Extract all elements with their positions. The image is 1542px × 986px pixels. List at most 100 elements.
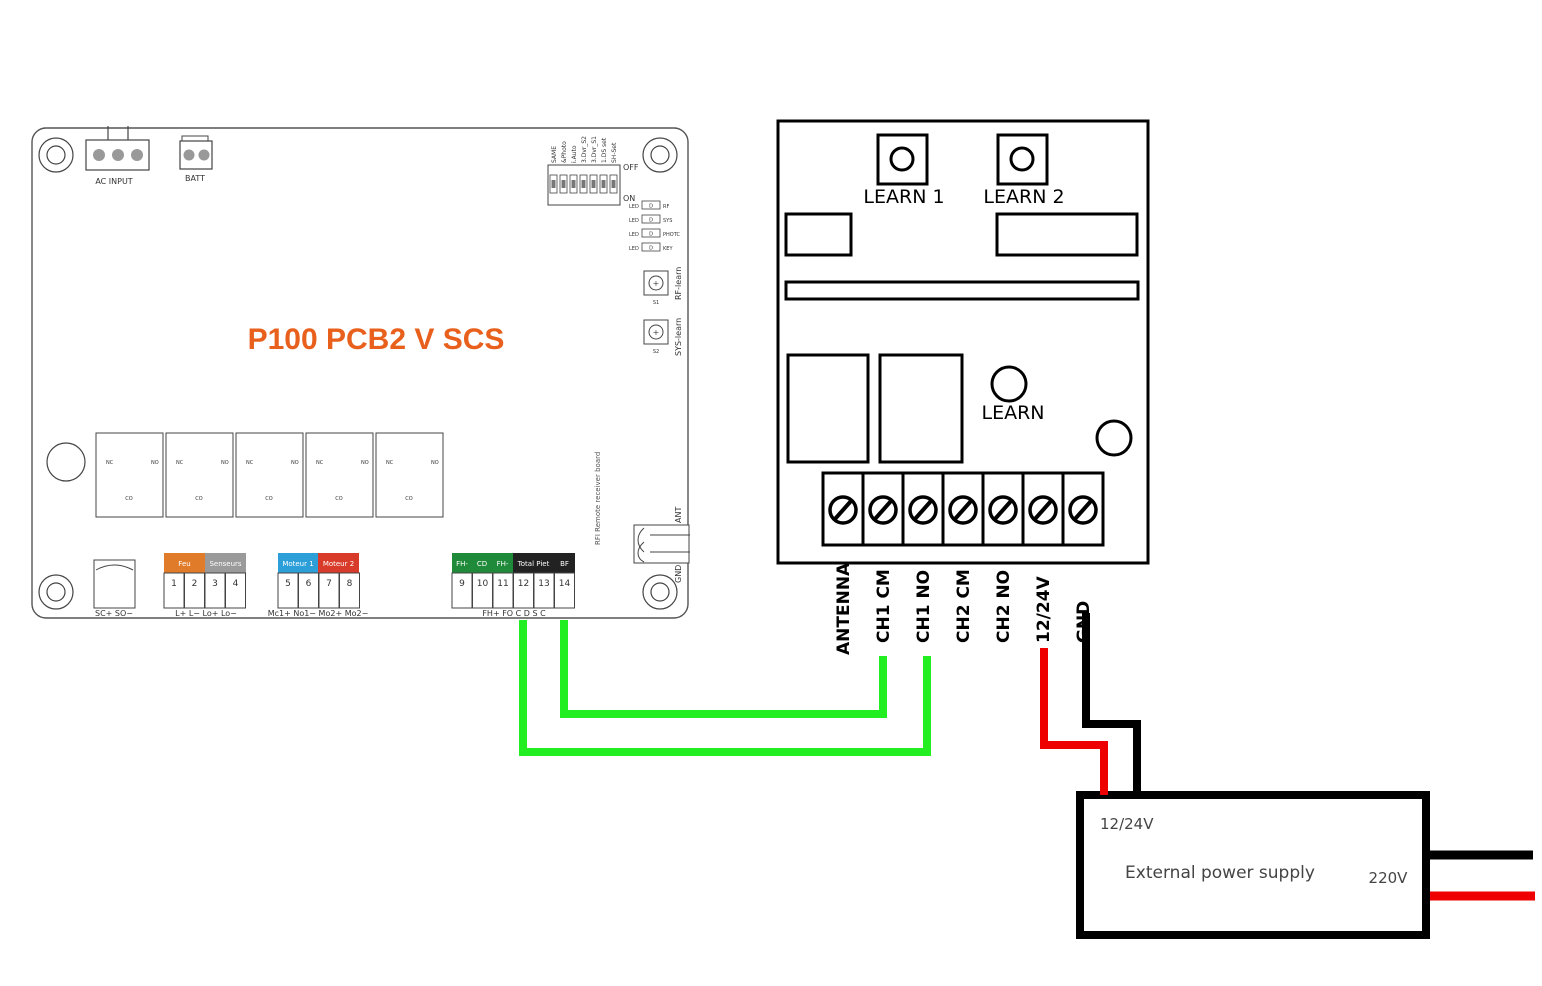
terminal-group-header	[278, 553, 318, 573]
relay-nc-label: NC	[386, 460, 394, 466]
learn2-label: LEARN 2	[983, 186, 1064, 208]
receiver-chip-right	[995, 212, 1139, 257]
led-icon	[641, 242, 661, 252]
receiver-terminal-label: CH1 NO	[914, 570, 934, 643]
dip-knob	[571, 180, 576, 188]
relay-com-label: CO	[125, 496, 132, 502]
ac-input-label: AC INPUT	[95, 177, 132, 186]
mounting-hole-icon	[642, 137, 678, 173]
learn-label: LEARN	[981, 402, 1044, 424]
dip-knob	[581, 180, 586, 188]
green-wire-ch1no	[519, 620, 931, 756]
terminal-group-label: BF	[560, 560, 569, 568]
led-icon	[641, 200, 661, 210]
dip-label: 3.Dvr_S2	[581, 136, 588, 163]
large-hole-icon	[46, 442, 86, 482]
dip-off-label: OFF	[623, 163, 639, 172]
screw-terminal-icon	[1068, 495, 1098, 525]
sc-label: SC+ SO−	[95, 609, 133, 618]
batt-label: BATT	[185, 174, 205, 183]
led-label: LED	[629, 246, 639, 252]
relay-com-label: CO	[265, 496, 272, 502]
s2-label: S2	[653, 349, 659, 355]
dip-label: 3.Dvr_S1	[591, 136, 598, 163]
terminal-group-label: CD	[477, 560, 487, 568]
terminal-number: 2	[192, 579, 198, 589]
dip-label: SAME	[551, 146, 558, 163]
terminal-number: 8	[347, 579, 353, 589]
terminal-cell	[225, 572, 246, 609]
led-icon	[641, 228, 661, 238]
terminal-number: 10	[477, 579, 489, 589]
terminal-group-header	[318, 553, 359, 573]
terminal-group-header	[472, 553, 492, 573]
black-wire-gnd	[1082, 613, 1141, 795]
led-mark: D	[649, 246, 653, 252]
receiver-strip	[784, 280, 1140, 301]
ac-input-connector: AC INPUT	[85, 126, 150, 186]
svg-text:+: +	[653, 328, 660, 337]
psu-input-label: 12/24V	[1100, 815, 1154, 833]
green-wire-ch1cm	[560, 620, 887, 718]
sys-learn-button: + S2 SYS-learn	[643, 318, 683, 356]
terminal-group-header	[452, 553, 472, 573]
terminal-number: 14	[559, 579, 571, 589]
receiver-terminal-label: CH2 CM	[954, 569, 974, 643]
terminal-cell	[554, 572, 575, 609]
led-mark: D	[649, 218, 653, 224]
ant-label: ANT	[674, 507, 683, 523]
dip-knob	[591, 180, 596, 188]
terminal-number: 1	[171, 579, 177, 589]
relay-no-label: NO	[221, 460, 229, 466]
screw-terminal-icon	[988, 495, 1018, 525]
screw-terminal-icon	[828, 495, 858, 525]
terminal-group-label: FH-	[497, 560, 509, 568]
receiver-terminal-label: CH2 NO	[994, 570, 1014, 643]
gnd-label-pcb: GND	[674, 565, 683, 583]
dip-knob	[551, 180, 556, 188]
relay-com-label: CO	[195, 496, 202, 502]
led-name: PHOTC	[663, 232, 680, 238]
mounting-hole-icon	[38, 574, 74, 610]
red-wire-12v	[1040, 648, 1108, 795]
relay-nc-label: NC	[246, 460, 254, 466]
antenna-connector: ANT GND	[633, 507, 690, 583]
rf-learn-button: + S1 RF-learn	[643, 267, 683, 306]
screw-terminal-icon	[908, 495, 938, 525]
led-name: SYS	[663, 218, 672, 224]
s1-label: S1	[653, 300, 659, 306]
led-mark: D	[649, 204, 653, 210]
led-icon	[641, 214, 661, 224]
screw-terminal-icon	[948, 495, 978, 525]
terminal-number: 6	[306, 579, 312, 589]
relay-com-label: CO	[335, 496, 342, 502]
led-mark: D	[649, 232, 653, 238]
led-label: LED	[629, 204, 639, 210]
svg-text:+: +	[653, 279, 660, 288]
led-name: KEY	[663, 246, 673, 252]
pcb-title: P100 PCB2 V SCS	[248, 323, 505, 356]
relay-nc-label: NC	[106, 460, 114, 466]
terminal-group-label: Moteur 1	[282, 560, 313, 568]
receiver-terminal-label: ANTENNA	[834, 562, 854, 655]
wires	[519, 613, 1535, 901]
right-bottom-label: FH+ FO C D S C	[482, 609, 546, 618]
terminal-number: 9	[459, 579, 465, 589]
terminal-group-label: Moteur 2	[323, 560, 354, 568]
relay-no-label: NO	[431, 460, 439, 466]
terminal-number: 12	[518, 579, 529, 589]
terminal-group-header	[164, 553, 205, 573]
receiver-terminal-label: 12/24V	[1034, 575, 1054, 643]
receiver-chip-left	[784, 212, 853, 257]
psu-label: External power supply	[1125, 863, 1315, 883]
terminal-number: 11	[497, 579, 508, 589]
